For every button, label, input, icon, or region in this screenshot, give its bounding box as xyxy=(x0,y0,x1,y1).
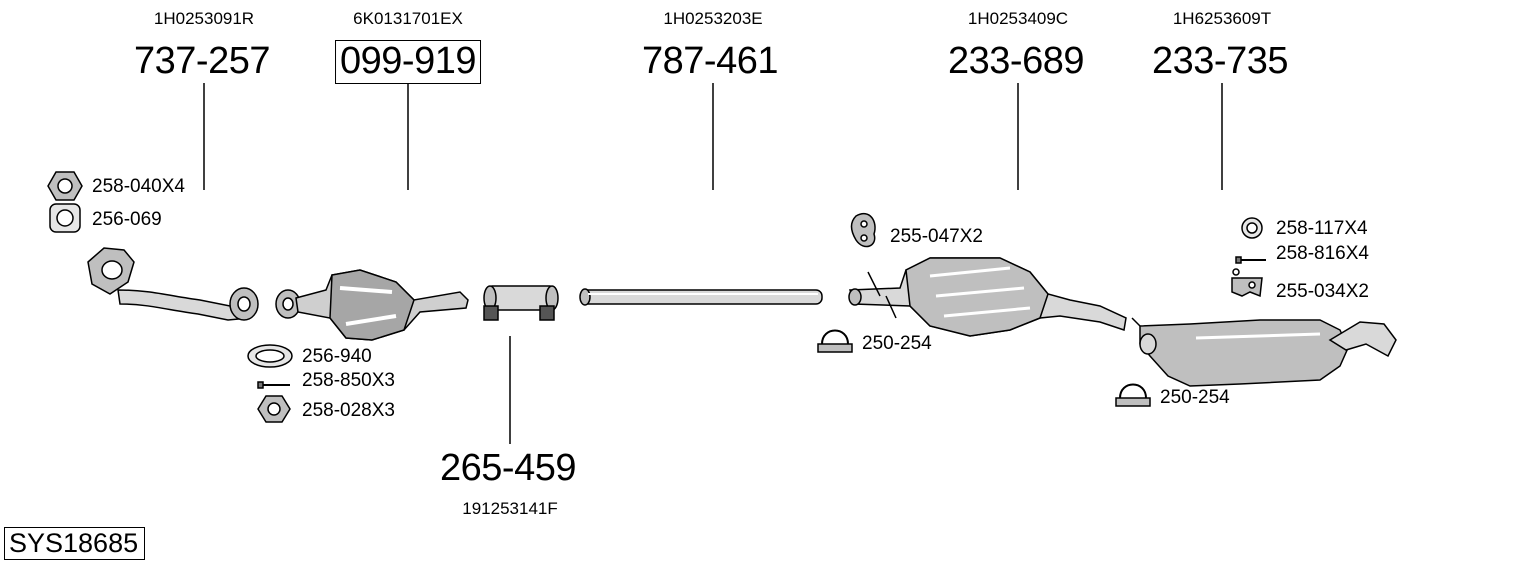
accessory-label[interactable]: 256-069 xyxy=(92,209,162,230)
oem-number: 6K0131701EX xyxy=(353,9,463,28)
oem-number: 1H0253409C xyxy=(967,9,1069,28)
oem-number: 1H0253203E xyxy=(663,9,763,28)
connector-sleeve xyxy=(483,285,559,321)
oem-number: 191253141F xyxy=(462,499,558,518)
hex-nut-icon xyxy=(257,395,291,423)
rear-silencer xyxy=(1131,317,1397,387)
accessory-label[interactable]: 258-816X4 xyxy=(1276,243,1369,264)
bracket-icon xyxy=(1231,268,1263,298)
part-number[interactable]: 787-461 xyxy=(642,40,778,82)
accessory-label[interactable]: 258-028X3 xyxy=(302,400,395,421)
gasket-icon xyxy=(49,203,81,233)
accessory-label[interactable]: 258-117X4 xyxy=(1276,218,1368,239)
accessory-label[interactable]: 258-850X3 xyxy=(302,370,395,391)
rubber-hanger-icon xyxy=(850,213,876,248)
catalytic-converter xyxy=(275,269,469,341)
leader-lines xyxy=(203,83,1223,444)
accessory-label[interactable]: 250-254 xyxy=(862,333,932,354)
ring-gasket-icon xyxy=(247,344,293,368)
oem-number: 1H6253609T xyxy=(1172,9,1272,28)
u-clamp-icon xyxy=(817,329,853,353)
washer-icon xyxy=(1241,217,1263,239)
accessory-label[interactable]: 255-034X2 xyxy=(1276,281,1369,302)
part-number[interactable]: 737-257 xyxy=(134,40,270,82)
accessory-label[interactable]: 255-047X2 xyxy=(890,226,983,247)
part-number[interactable]: 265-459 xyxy=(440,447,576,489)
accessory-label[interactable]: 256-940 xyxy=(302,346,372,367)
bolt-icon xyxy=(257,381,290,389)
intermediate-pipe xyxy=(579,288,823,306)
accessory-label[interactable]: 258-040X4 xyxy=(92,176,185,197)
part-number[interactable]: 233-735 xyxy=(1152,40,1288,82)
front-pipe xyxy=(87,247,259,321)
accessory-label[interactable]: 250-254 xyxy=(1160,387,1230,408)
part-number-highlighted[interactable]: 099-919 xyxy=(335,40,481,84)
oem-number: 1H0253091R xyxy=(153,9,255,28)
middle-silencer xyxy=(848,257,1127,337)
bolt-icon xyxy=(1235,256,1266,264)
hex-nut-icon xyxy=(47,171,83,201)
part-number[interactable]: 233-689 xyxy=(948,40,1084,82)
system-code: SYS18685 xyxy=(4,527,146,560)
u-clamp-icon xyxy=(1115,383,1151,407)
